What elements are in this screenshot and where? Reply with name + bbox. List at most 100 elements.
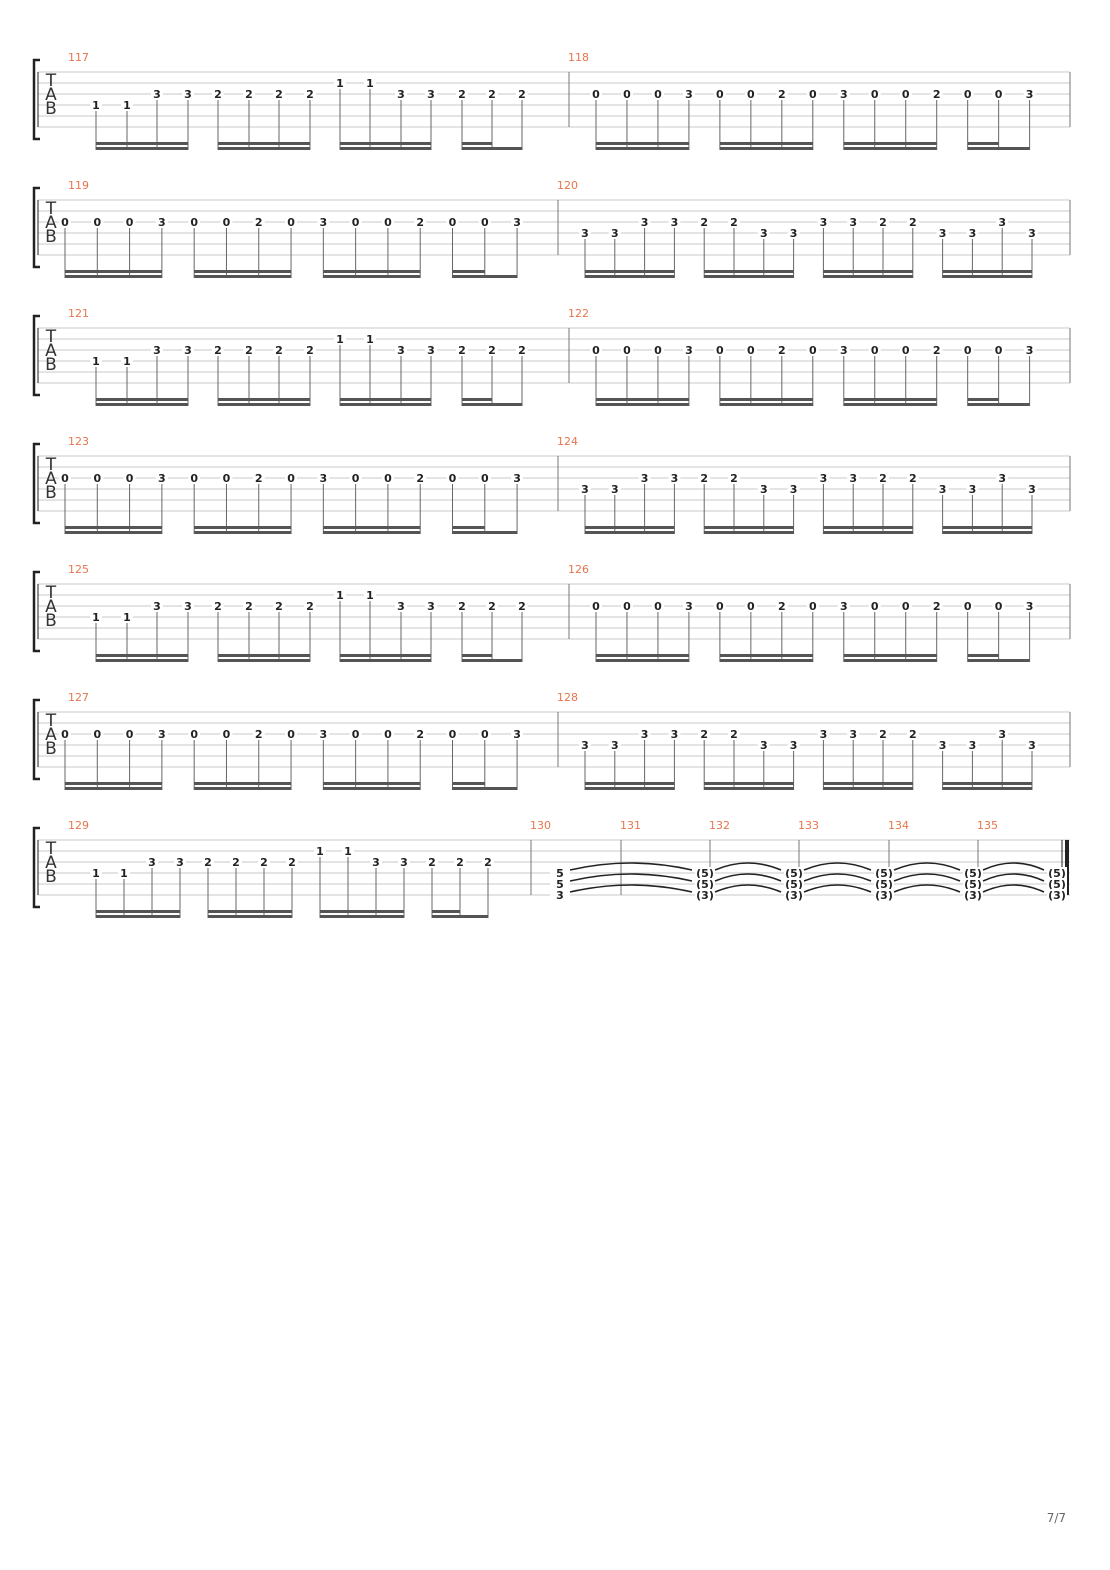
beam-primary [967, 659, 1030, 662]
fret-number: 0 [654, 88, 662, 101]
beam-primary [942, 531, 1032, 534]
fret-mask [486, 344, 498, 355]
beam-secondary [96, 142, 188, 145]
fret-number: 3 [176, 856, 184, 869]
measure-number: 117 [68, 51, 89, 64]
beam-secondary [704, 270, 794, 273]
fret-mask [273, 88, 285, 99]
fret-mask [550, 867, 570, 878]
tie-arc [893, 873, 961, 882]
fret-number: 0 [871, 600, 879, 613]
fret-number: 1 [92, 99, 100, 112]
beam-secondary [462, 654, 492, 657]
measure-number: 133 [798, 819, 819, 832]
fret-mask [638, 728, 651, 739]
fret-number: 0 [623, 600, 631, 613]
beam-secondary [452, 270, 485, 273]
beam-primary [96, 403, 188, 406]
fret-mask [202, 856, 214, 867]
fret-number: 3 [969, 739, 977, 752]
beam-secondary [194, 270, 292, 273]
fret-number: (5) [785, 878, 803, 891]
fret-mask [446, 472, 459, 483]
fret-number: 0 [352, 472, 360, 485]
fret-number: 1 [123, 611, 131, 624]
fret-number: 0 [995, 344, 1003, 357]
fret-number: 1 [344, 845, 352, 858]
fret-number: 0 [61, 216, 69, 229]
fret-number: 0 [995, 600, 1003, 613]
fret-number: 3 [397, 600, 405, 613]
beam-secondary [462, 142, 492, 145]
fret-mask [482, 856, 494, 867]
fret-mask [682, 344, 695, 355]
fret-number: 0 [716, 344, 724, 357]
fret-number: 1 [316, 845, 324, 858]
fret-mask [847, 728, 860, 739]
fret-mask [118, 867, 130, 878]
fret-number: 0 [223, 472, 231, 485]
fret-mask [651, 600, 664, 611]
beam-secondary [96, 910, 180, 913]
fret-number: 3 [671, 472, 679, 485]
fret-mask [1026, 483, 1038, 494]
fret-number: 2 [260, 856, 268, 869]
tie-arc [569, 862, 693, 871]
fret-number: 2 [306, 88, 314, 101]
fret-mask [1023, 600, 1036, 611]
fret-number: 2 [730, 216, 738, 229]
fret-number: 2 [700, 728, 708, 741]
fret-mask [868, 344, 881, 355]
beam-primary [596, 147, 689, 150]
fret-number: 3 [320, 728, 328, 741]
fret-number: 3 [685, 344, 693, 357]
fret-mask [381, 216, 394, 227]
fret-number: 2 [255, 216, 263, 229]
fret-mask [285, 472, 298, 483]
fret-number: 3 [153, 344, 161, 357]
fret-mask [317, 472, 330, 483]
fret-mask [847, 216, 860, 227]
tab-clef-letter: B [45, 99, 57, 119]
fret-mask [590, 88, 602, 99]
fret-number: 3 [790, 483, 798, 496]
fret-mask [304, 344, 316, 355]
beam-primary [585, 787, 675, 790]
fret-number: 2 [488, 600, 496, 613]
beam-secondary [65, 526, 162, 529]
fret-number: 3 [158, 728, 166, 741]
beam-secondary [65, 782, 162, 785]
beam-secondary [96, 654, 188, 657]
fret-number: 3 [939, 483, 947, 496]
fret-number: 3 [820, 728, 828, 741]
fret-number: 3 [685, 88, 693, 101]
fret-mask [188, 728, 201, 739]
beam-secondary [323, 526, 421, 529]
fret-mask [817, 472, 830, 483]
fret-number: (5) [1048, 867, 1066, 880]
fret-mask [381, 472, 394, 483]
fret-mask [182, 344, 194, 355]
fret-number: 2 [778, 88, 786, 101]
fret-mask [446, 728, 459, 739]
fret-mask [695, 889, 715, 900]
fret-number: 3 [400, 856, 408, 869]
fret-number: 0 [61, 472, 69, 485]
beam-primary [585, 275, 675, 278]
system-bracket [32, 186, 40, 269]
beam-secondary [452, 782, 485, 785]
fret-number: 1 [92, 611, 100, 624]
fret-mask [188, 472, 201, 483]
fret-number: 2 [778, 600, 786, 613]
fret-number: (5) [696, 878, 714, 891]
fret-number: 0 [871, 344, 879, 357]
beam-primary [719, 147, 813, 150]
fret-mask [230, 856, 242, 867]
fret-mask [608, 483, 621, 494]
fret-number: 2 [730, 472, 738, 485]
fret-mask [123, 216, 136, 227]
fret-number: 0 [126, 472, 134, 485]
fret-mask [252, 472, 265, 483]
tab-clef-letter: A [45, 85, 57, 105]
fret-mask [1026, 739, 1038, 750]
